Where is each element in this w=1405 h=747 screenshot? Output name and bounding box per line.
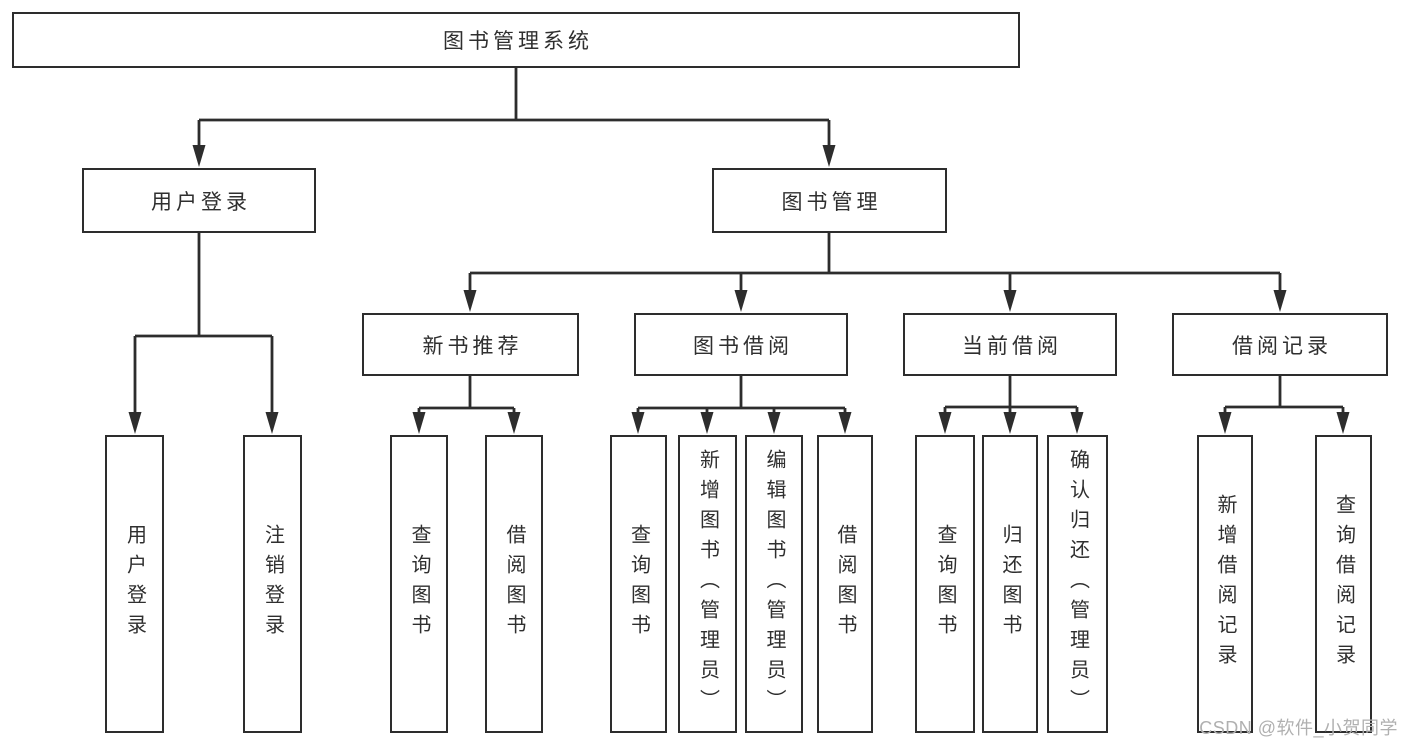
arrowhead (631, 412, 645, 434)
leaf-label: 新增图书（管理员） (696, 449, 719, 719)
node-library-management-system: 图书管理系统 (12, 12, 1020, 68)
leaf-borrow-books-borrowing: 借阅图书 (817, 435, 873, 733)
leaf-label: 借阅图书 (503, 524, 525, 644)
arrowheads (128, 145, 1350, 434)
node-borrowing-records: 借阅记录 (1172, 313, 1388, 376)
leaf-label: 查询图书 (627, 524, 650, 644)
node-label: 借阅记录 (1232, 334, 1332, 358)
leaf-label: 归还图书 (999, 524, 1021, 644)
leaf-label: 编辑图书（管理员） (763, 449, 785, 719)
leaf-label: 新增借阅记录 (1214, 494, 1236, 674)
node-label: 当前借阅 (962, 334, 1062, 358)
node-label: 用户登录 (151, 190, 251, 214)
arrowhead (412, 412, 426, 434)
leaf-add-borrow-record: 新增借阅记录 (1197, 435, 1253, 733)
leaf-query-books-current: 查询图书 (915, 435, 975, 733)
leaf-borrow-books-recommend: 借阅图书 (485, 435, 543, 733)
node-user-login: 用户登录 (82, 168, 316, 233)
arrowhead (1003, 290, 1017, 312)
arrowhead (1070, 412, 1084, 434)
leaf-confirm-return-admin: 确认归还（管理员） (1047, 435, 1108, 733)
leaf-logout-login: 注销登录 (243, 435, 302, 733)
arrowhead (767, 412, 781, 434)
leaf-user-login: 用户登录 (105, 435, 164, 733)
leaf-label: 查询图书 (408, 524, 430, 644)
leaf-return-books: 归还图书 (982, 435, 1038, 733)
leaf-label: 查询借阅记录 (1332, 494, 1355, 674)
arrowhead (265, 412, 279, 434)
node-book-management: 图书管理 (712, 168, 947, 233)
leaf-label: 注销登录 (261, 524, 284, 644)
arrowhead (1336, 412, 1350, 434)
leaf-label: 确认归还（管理员） (1066, 449, 1089, 719)
arrowhead (192, 145, 206, 167)
node-label: 图书借阅 (693, 334, 793, 358)
leaf-add-books-admin: 新增图书（管理员） (678, 435, 737, 733)
node-label: 图书管理系统 (443, 30, 593, 53)
arrowhead (734, 290, 748, 312)
node-new-book-recommend: 新书推荐 (362, 313, 579, 376)
arrowhead (463, 290, 477, 312)
leaf-query-books-recommend: 查询图书 (390, 435, 448, 733)
node-book-borrowing: 图书借阅 (634, 313, 848, 376)
leaf-query-borrow-record: 查询借阅记录 (1315, 435, 1372, 733)
node-label: 图书管理 (781, 190, 882, 214)
arrowhead (1003, 412, 1017, 434)
arrowhead (938, 412, 952, 434)
arrowhead (700, 412, 714, 434)
leaf-label: 查询图书 (934, 524, 956, 644)
arrowhead (1273, 290, 1287, 312)
csdn-watermark: CSDN @软件_小贺同学 (1199, 718, 1398, 738)
arrowhead (838, 412, 852, 434)
arrowhead (1218, 412, 1232, 434)
leaf-label: 用户登录 (123, 524, 146, 644)
arrowhead (822, 145, 836, 167)
leaf-edit-books-admin: 编辑图书（管理员） (745, 435, 803, 733)
leaf-label: 借阅图书 (834, 524, 856, 644)
arrowhead (507, 412, 521, 434)
leaf-query-books-borrowing: 查询图书 (610, 435, 667, 733)
node-label: 新书推荐 (422, 334, 523, 358)
node-current-borrowing: 当前借阅 (903, 313, 1117, 376)
arrowhead (128, 412, 142, 434)
